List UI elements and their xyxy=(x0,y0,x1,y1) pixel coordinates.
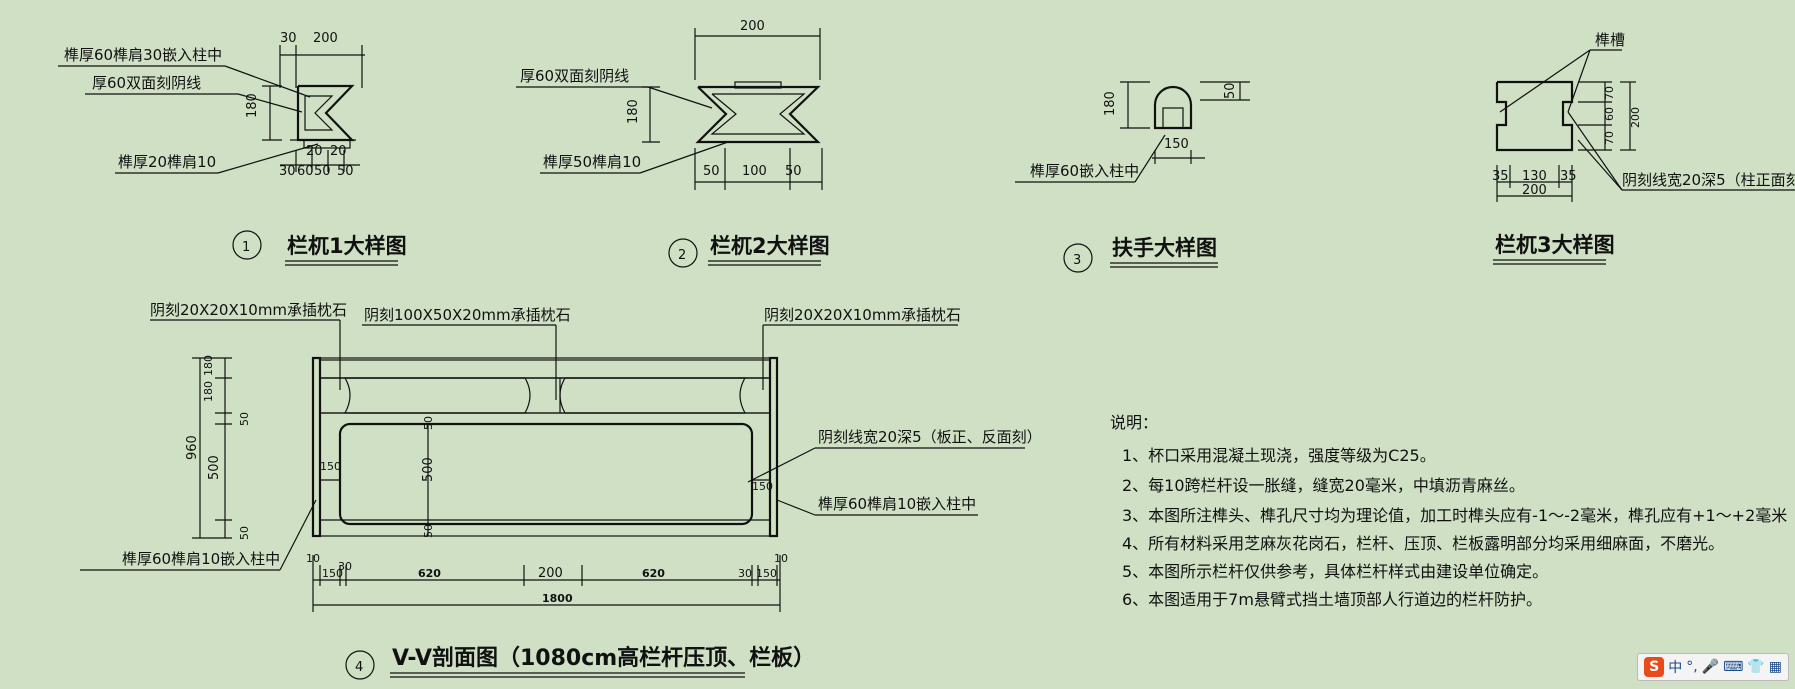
dim-text: 60 xyxy=(1603,107,1616,121)
dim-text: 30 xyxy=(738,567,752,580)
dim-text: 620 xyxy=(642,567,665,580)
dim-text: 50 xyxy=(422,416,435,430)
label-tenon: 榫厚60榫肩30嵌入柱中 xyxy=(64,46,222,64)
dim-text: 20 xyxy=(330,144,347,159)
keyboard-icon[interactable]: ⌨ xyxy=(1723,659,1744,675)
label-tenon: 榫厚50榫肩10 xyxy=(543,153,641,171)
dim-text: 50 xyxy=(238,526,251,540)
dim-text: 150 xyxy=(752,480,773,493)
detail-number: 2 xyxy=(678,248,686,263)
dim-text: 30 xyxy=(279,164,296,179)
dim-text: 10 xyxy=(306,552,320,565)
dim-text: 70 xyxy=(1603,131,1616,145)
ime-lang-toggle[interactable]: 中 xyxy=(1668,660,1683,676)
label-double-line: 厚60双面刻阴线 xyxy=(520,67,629,85)
dim-text: 150 xyxy=(320,460,341,473)
label-line: 阴刻线宽20深5（板正、反面刻） xyxy=(818,428,1042,446)
dim-text: 960 xyxy=(185,435,200,460)
dim-text: 200 xyxy=(538,566,563,581)
notes-heading: 说明： xyxy=(1110,413,1158,432)
detail-title: 栏杌1大样图 xyxy=(287,234,407,258)
dim-text: 130 xyxy=(1522,169,1547,184)
detail-number: 1 xyxy=(242,240,250,255)
section-number: 4 xyxy=(355,660,363,675)
detail-3: 180 50 150 榫厚60嵌入柱中 3 扶手大样图 xyxy=(1015,81,1250,273)
label-left-top: 阴刻20X20X10mm承插枕石 xyxy=(150,301,347,319)
note-item: 6、本图适用于7m悬臂式挡土墙顶部人行道边的栏杆防护。 xyxy=(1122,590,1542,609)
section-title: V-V剖面图（1080cm高栏杆压顶、栏板） xyxy=(392,645,815,671)
dim-text: 50 xyxy=(422,524,435,538)
sogou-logo-icon[interactable]: S xyxy=(1644,657,1665,677)
dim-text: 180 xyxy=(1103,91,1118,116)
dim-text: 620 xyxy=(418,567,441,580)
label-tenon-bottom: 榫厚20榫肩10 xyxy=(118,153,216,171)
label-line: 阴刻线宽20深5（柱正面刻 xyxy=(1622,171,1795,189)
dim-text: 10 xyxy=(774,552,788,565)
detail-1: 30 200 180 20 20 30 60 50 50 榫厚60榫肩30嵌入柱… xyxy=(58,31,407,266)
dim-text: 500 xyxy=(421,457,436,482)
ime-toolbar[interactable]: S 中 °, 🎤 ⌨ 👕 ▦ xyxy=(1637,653,1789,681)
detail-title: 扶手大样图 xyxy=(1112,236,1217,260)
dim-text: 35 xyxy=(1492,169,1509,184)
dim-text: 200 xyxy=(1522,183,1547,198)
microphone-icon[interactable]: 🎤 xyxy=(1701,659,1720,675)
dim-text: 200 xyxy=(313,31,338,46)
detail-number: 3 xyxy=(1073,253,1081,268)
dim-text: 20 xyxy=(306,144,323,159)
note-item: 5、本图所示栏杆仅供参考，具体栏杆样式由建设单位确定。 xyxy=(1122,562,1548,581)
dim-text: 200 xyxy=(740,19,765,34)
dim-text: 180 xyxy=(202,355,215,376)
dim-text: 50 xyxy=(238,412,251,426)
dim-text: 50 xyxy=(785,164,802,179)
label-left-tenon: 榫厚60榫肩10嵌入柱中 xyxy=(122,550,280,568)
detail-title: 栏杌2大样图 xyxy=(710,234,830,258)
dim-text: 50 xyxy=(703,164,720,179)
label-groove: 榫槽 xyxy=(1595,31,1625,49)
note-item: 3、本图所注榫头、榫孔尺寸均为理论值，加工时榫头应有-1～-2毫米，榫孔应有+1… xyxy=(1122,506,1787,525)
toolbox-icon[interactable]: ▦ xyxy=(1768,659,1782,675)
notes: 说明： 1、杯口采用混凝土现浇，强度等级为C25。 2、每10跨栏杆设一胀缝，缝… xyxy=(1110,413,1787,609)
label-double-line: 厚60双面刻阴线 xyxy=(92,74,201,92)
dim-text: 50 xyxy=(1223,82,1238,99)
note-item: 1、杯口采用混凝土现浇，强度等级为C25。 xyxy=(1122,446,1436,465)
dim-text: 50 xyxy=(314,164,331,179)
dim-text: 150 xyxy=(1164,137,1189,152)
dim-text: 500 xyxy=(207,455,222,480)
label-right-top: 阴刻20X20X10mm承插枕石 xyxy=(764,306,961,324)
note-item: 4、所有材料采用芝麻灰花岗石，栏杆、压顶、栏板露明部分均采用细麻面，不磨光。 xyxy=(1122,534,1724,553)
detail-5: 70 60 70 200 35 130 35 200 榫槽 阴刻线宽20深5（柱… xyxy=(1492,31,1795,265)
detail-title: 栏杌3大样图 xyxy=(1495,233,1615,257)
note-item: 2、每10跨栏杆设一胀缝，缝宽20毫米，中填沥青麻丝。 xyxy=(1122,476,1525,495)
dim-text: 150 xyxy=(756,567,777,580)
detail-2: 200 180 50 100 50 厚60双面刻阴线 榫厚50榫肩10 2 栏杌… xyxy=(516,19,830,268)
dim-text: 100 xyxy=(742,164,767,179)
dim-text: 180 xyxy=(626,99,641,124)
label-tenon: 榫厚60嵌入柱中 xyxy=(1030,162,1139,180)
dim-text: 30 xyxy=(280,31,297,46)
dim-text: 70 xyxy=(1603,86,1616,100)
dim-text: 35 xyxy=(1560,169,1577,184)
section-vv: 50 500 50 150 150 180 180 50 960 500 50 xyxy=(80,301,1042,680)
dim-text: 60 xyxy=(297,164,314,179)
dim-text: 50 xyxy=(337,164,354,179)
label-mid-top: 阴刻100X50X20mm承插枕石 xyxy=(364,306,571,324)
dim-text: 150 xyxy=(322,567,343,580)
dim-text: 180 xyxy=(202,381,215,402)
skin-icon[interactable]: 👕 xyxy=(1747,659,1765,675)
dim-text: 30 xyxy=(338,560,352,573)
ime-punct-toggle[interactable]: °, xyxy=(1686,659,1698,675)
dim-text: 200 xyxy=(1629,107,1642,128)
label-right-tenon: 榫厚60榫肩10嵌入柱中 xyxy=(818,495,976,513)
dim-text: 1800 xyxy=(542,592,573,605)
